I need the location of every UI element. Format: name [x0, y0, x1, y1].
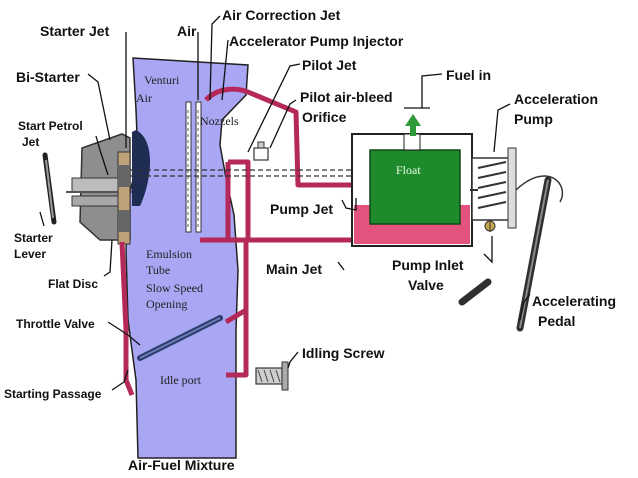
- slow-speed-passage: [224, 240, 249, 378]
- label-flat-disc: Flat Disc: [48, 277, 98, 291]
- idling-screw[interactable]: [255, 361, 289, 391]
- acceleration-pump: [470, 147, 517, 229]
- label-slow-speed-line2: Opening: [146, 297, 187, 311]
- label-fuel-in: Fuel in: [446, 67, 491, 83]
- accelerating-pedal-linkage[interactable]: [458, 175, 564, 332]
- label-accelerating-pedal-line2: Pedal: [538, 313, 575, 329]
- label-pump-inlet-valve-line2: Valve: [408, 277, 444, 293]
- label-pilot-jet: Pilot Jet: [302, 57, 357, 73]
- throttle-valve[interactable]: [137, 315, 223, 361]
- label-pump-jet: Pump Jet: [270, 201, 333, 217]
- label-nozzels: Nozzels: [200, 114, 239, 128]
- pilot-jet-pipe: [225, 159, 251, 240]
- label-starter-jet: Starter Jet: [40, 23, 110, 39]
- label-bi-starter: Bi-Starter: [16, 69, 80, 85]
- label-idling-screw: Idling Screw: [302, 345, 385, 361]
- label-pump-inlet-valve-line1: Pump Inlet: [392, 257, 464, 273]
- label-starting-passage: Starting Passage: [4, 387, 102, 401]
- pump-inlet-valve: [484, 220, 496, 232]
- label-emulsion-tube-line2: Tube: [146, 263, 170, 277]
- pilot-air-bleed-nozzle: [253, 141, 269, 161]
- label-starter-lever-line2: Lever: [14, 247, 46, 261]
- labels: Starter Jet Air Air Correction Jet Accel…: [4, 7, 616, 473]
- emulsion-tubes: [185, 101, 202, 233]
- label-venturi: Venturi: [144, 73, 180, 87]
- label-starter-lever-line1: Starter: [14, 231, 53, 245]
- starting-passage-line: [119, 241, 135, 396]
- label-acceleration-pump-line1: Acceleration: [514, 91, 598, 107]
- fuel-in-arrow: [405, 114, 421, 136]
- label-start-petrol-jet-line1: Start Petrol: [18, 119, 83, 133]
- label-venturi-air: Air: [136, 91, 152, 105]
- label-air-correction-jet: Air Correction Jet: [222, 7, 341, 23]
- pilot-air-bleed-lines: [130, 169, 372, 177]
- label-accelerator-pump-injector: Accelerator Pump Injector: [229, 33, 404, 49]
- label-throttle-valve: Throttle Valve: [16, 317, 95, 331]
- flat-disc: [117, 151, 131, 245]
- label-start-petrol-jet-line2: Jet: [22, 135, 39, 149]
- label-pilot-air-bleed-line1: Pilot air-bleed: [300, 89, 393, 105]
- label-emulsion-tube-line1: Emulsion: [146, 247, 192, 261]
- label-acceleration-pump-line2: Pump: [514, 111, 553, 127]
- label-float: Float: [396, 163, 421, 177]
- starter-jet: [132, 130, 150, 206]
- float-chamber: [351, 133, 473, 247]
- label-pilot-air-bleed-line2: Orifice: [302, 109, 347, 125]
- label-main-jet: Main Jet: [266, 261, 322, 277]
- label-slow-speed-line1: Slow Speed: [146, 281, 203, 295]
- starter-lever[interactable]: [42, 152, 57, 225]
- label-idle-port: Idle port: [160, 373, 202, 387]
- label-accelerating-pedal-line1: Accelerating: [532, 293, 616, 309]
- label-air: Air: [177, 23, 197, 39]
- leader-lines: [39, 15, 531, 391]
- label-air-fuel-mixture: Air-Fuel Mixture: [128, 457, 235, 473]
